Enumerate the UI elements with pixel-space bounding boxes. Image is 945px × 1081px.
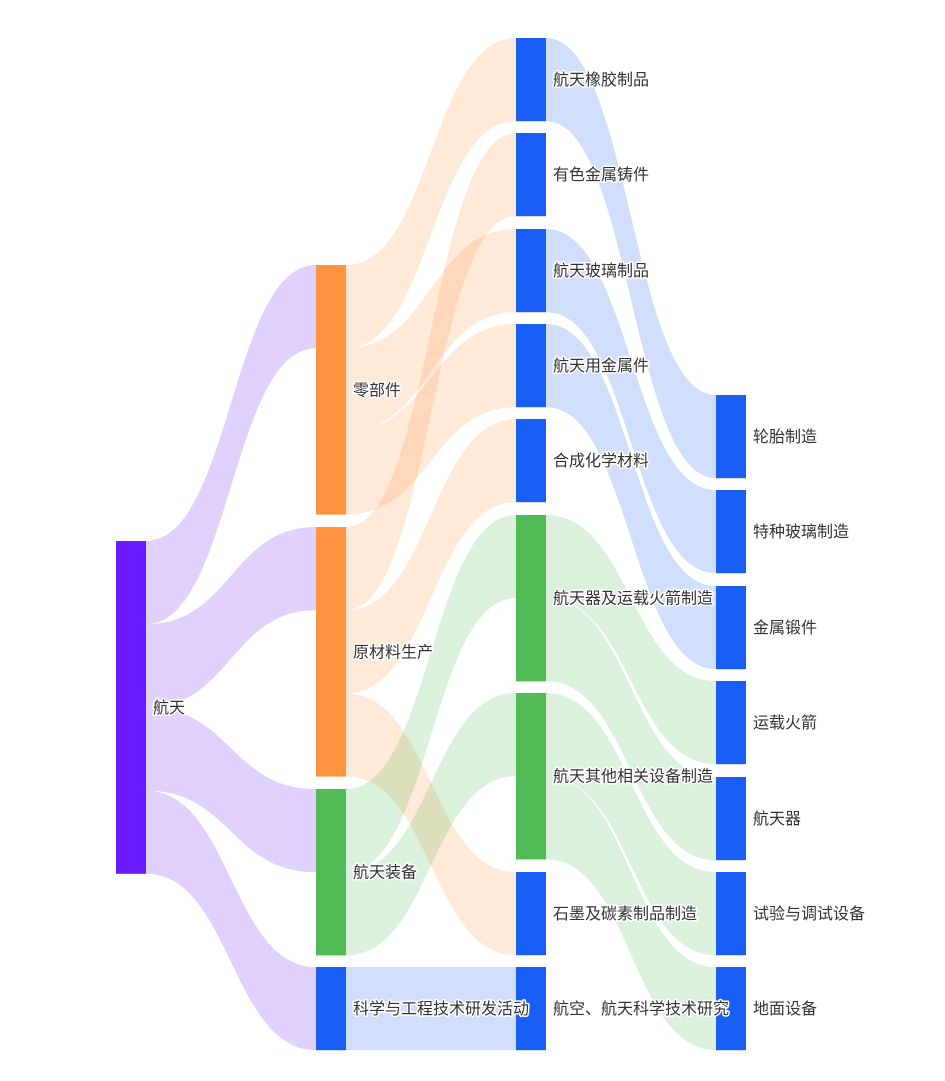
node-label: 原材料生产 bbox=[353, 642, 433, 661]
sankey-node[interactable] bbox=[516, 324, 546, 408]
sankey-link[interactable] bbox=[546, 515, 716, 765]
sankey-link[interactable] bbox=[346, 515, 516, 873]
sankey-link[interactable] bbox=[546, 38, 716, 479]
sankey-node[interactable] bbox=[516, 38, 546, 122]
sankey-links bbox=[146, 38, 716, 1051]
node-label: 轮胎制造 bbox=[753, 427, 817, 446]
node-label: 运载火箭 bbox=[753, 713, 817, 732]
sankey-node[interactable] bbox=[716, 490, 746, 574]
sankey-node[interactable] bbox=[516, 515, 546, 682]
sankey-link[interactable] bbox=[346, 693, 516, 956]
sankey-link[interactable] bbox=[146, 265, 316, 625]
sankey-link[interactable] bbox=[346, 133, 516, 611]
sankey-node[interactable] bbox=[516, 229, 546, 313]
node-label: 航天器及运载火箭制造 bbox=[553, 589, 713, 608]
sankey-link[interactable] bbox=[146, 790, 316, 1051]
sankey-link[interactable] bbox=[346, 967, 516, 1051]
sankey-link[interactable] bbox=[546, 693, 716, 956]
sankey-node[interactable] bbox=[316, 789, 346, 956]
node-label: 有色金属铸件 bbox=[553, 165, 649, 184]
sankey-node[interactable] bbox=[316, 527, 346, 777]
sankey-link[interactable] bbox=[546, 324, 716, 670]
node-label: 航天玻璃制品 bbox=[553, 261, 649, 280]
sankey-node[interactable] bbox=[516, 967, 546, 1051]
sankey-nodes bbox=[116, 38, 746, 1051]
node-label: 试验与调试设备 bbox=[753, 904, 865, 923]
sankey-link[interactable] bbox=[546, 776, 716, 1051]
sankey-link[interactable] bbox=[346, 324, 516, 515]
node-label: 航空、航天科学技术研究 bbox=[553, 999, 729, 1018]
node-label: 科学与工程技术研发活动 bbox=[353, 999, 529, 1018]
sankey-node[interactable] bbox=[716, 681, 746, 765]
sankey-node[interactable] bbox=[716, 777, 746, 861]
node-label: 航天装备 bbox=[353, 863, 417, 882]
sankey-link[interactable] bbox=[146, 527, 316, 708]
sankey-node[interactable] bbox=[516, 133, 546, 217]
node-label: 石墨及碳素制品制造 bbox=[553, 904, 697, 923]
node-label: 航天 bbox=[153, 698, 185, 717]
sankey-node[interactable] bbox=[516, 872, 546, 956]
node-label: 特种玻璃制造 bbox=[753, 522, 849, 541]
sankey-link[interactable] bbox=[346, 693, 516, 956]
sankey-link[interactable] bbox=[546, 598, 716, 861]
sankey-node[interactable] bbox=[316, 265, 346, 515]
node-label: 航天橡胶制品 bbox=[553, 70, 649, 89]
sankey-link[interactable] bbox=[146, 707, 316, 873]
sankey-link[interactable] bbox=[346, 229, 516, 432]
sankey-node[interactable] bbox=[116, 541, 146, 874]
node-label: 地面设备 bbox=[753, 999, 817, 1018]
sankey-link[interactable] bbox=[346, 419, 516, 694]
sankey-node[interactable] bbox=[716, 586, 746, 670]
sankey-node[interactable] bbox=[716, 395, 746, 479]
sankey-node[interactable] bbox=[516, 693, 546, 860]
sankey-node[interactable] bbox=[716, 872, 746, 956]
sankey-node[interactable] bbox=[316, 967, 346, 1051]
node-label: 航天其他相关设备制造 bbox=[553, 767, 713, 786]
node-label: 金属锻件 bbox=[753, 618, 817, 637]
sankey-link[interactable] bbox=[346, 38, 516, 349]
sankey-node[interactable] bbox=[516, 419, 546, 503]
node-label: 航天器 bbox=[753, 809, 801, 828]
node-label: 航天用金属件 bbox=[553, 356, 649, 375]
sankey-node[interactable] bbox=[716, 967, 746, 1051]
node-label: 零部件 bbox=[353, 380, 401, 399]
node-label: 合成化学材料 bbox=[553, 451, 649, 470]
sankey-link[interactable] bbox=[546, 229, 716, 574]
